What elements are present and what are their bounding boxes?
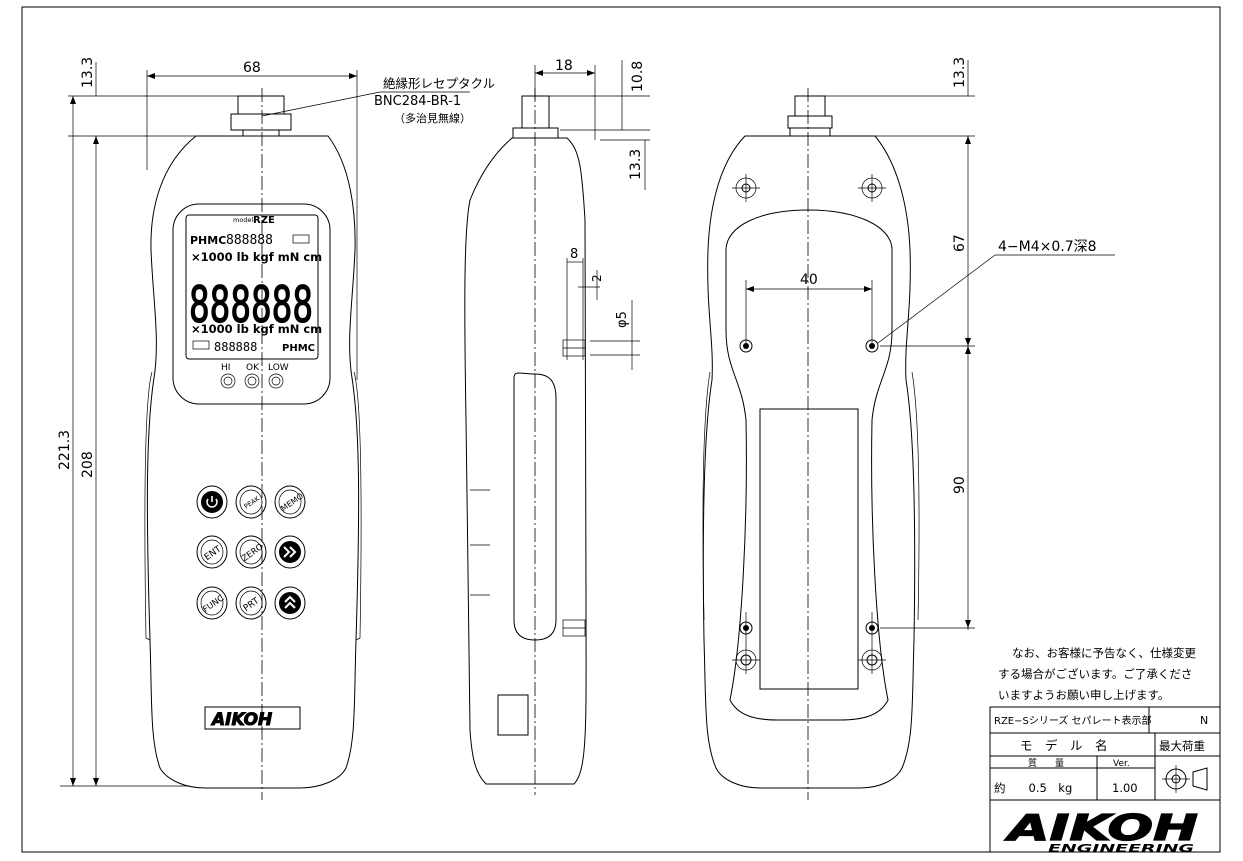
display-units-upper: ×1000 lb kgf mN cm — [191, 250, 322, 264]
display-units-lower: ×1000 lb kgf mN cm — [191, 322, 322, 336]
svg-text:PEAK: PEAK — [243, 494, 262, 511]
double-chevron-up-icon — [284, 595, 296, 609]
led-label-ok: OK — [246, 363, 260, 373]
led-low — [268, 373, 284, 389]
title-ver-header: Ver. — [1113, 759, 1130, 769]
company-logo-sub: ENGINEERING — [1048, 842, 1194, 855]
dim-width: 68 — [243, 60, 261, 76]
dim-body-height: 208 — [80, 451, 96, 478]
title-model-header: モ デ ル 名 — [1020, 738, 1108, 753]
dim-top-offset: 13.3 — [80, 57, 96, 88]
dim-side-offset: 13.3 — [628, 149, 644, 180]
side-view: 18 10.8 13.3 8 2 φ5 — [464, 58, 650, 795]
memo-button[interactable]: MEMO — [274, 485, 306, 519]
led-row: HI OK LOW — [220, 363, 289, 389]
third-angle-projection-icon — [1162, 765, 1208, 793]
connector-label-line2: BNC284-BR-1 — [374, 94, 461, 109]
notice-line-2: する場合がございます。ご了承くださ — [998, 667, 1193, 681]
drawing-border — [21, 6, 1221, 853]
title-mass-header: 質 量 — [1028, 757, 1064, 769]
func-button[interactable]: FUNC — [196, 586, 228, 620]
title-ver-value: 1.00 — [1112, 781, 1138, 795]
display-model-prefix: model — [233, 216, 253, 224]
mounting-holes — [732, 174, 886, 674]
dim-hole-pitch: 8 — [570, 247, 578, 262]
dim-rear-lower-pitch: 90 — [952, 476, 968, 494]
double-chevron-right-icon — [283, 546, 297, 558]
prt-button[interactable]: PRT — [235, 586, 267, 620]
dim-total-height: 221.3 — [57, 430, 73, 470]
svg-text:ENT: ENT — [203, 544, 224, 563]
display-top-digits: 888888 — [226, 233, 273, 248]
svg-text:FUNC: FUNC — [201, 593, 226, 615]
battery-icon-lower — [192, 340, 210, 350]
brand-badge — [204, 706, 301, 730]
specification-notice: なお、お客様に予告なく、仕様変更 する場合がございます。ご了承くださ いますよう… — [998, 643, 1208, 706]
svg-text:888888: 888888 — [189, 276, 313, 334]
brand-badge-text: AIKOH — [210, 710, 272, 730]
dim-side-width: 18 — [555, 58, 573, 74]
title-block: RZE−Sシリーズ セパレート表示部 N モ デ ル 名 最大荷重 質 量 Ve… — [989, 706, 1221, 855]
display-top-segment: PHMC — [190, 234, 226, 247]
company-logo: AIKOH — [1004, 808, 1198, 849]
display-bottom-digits: 888888 — [214, 340, 257, 354]
up-button[interactable] — [274, 586, 306, 620]
led-ok — [244, 373, 260, 389]
display-window — [172, 203, 331, 405]
peak-button[interactable]: PEAK — [235, 485, 267, 519]
power-icon — [206, 496, 218, 508]
led-hi — [220, 373, 236, 389]
right-button[interactable] — [274, 535, 306, 569]
connector-label-line1: 絶縁形レセプタクル — [383, 76, 495, 91]
led-label-hi: HI — [221, 363, 230, 373]
title-code: N — [1200, 714, 1208, 727]
front-view: 68 13.3 221.3 208 絶縁形レセプタクル BNC284-BR-1 … — [57, 57, 495, 800]
display-model-name: RZE — [253, 215, 275, 226]
label-recess — [759, 408, 859, 690]
led-label-low: LOW — [268, 363, 289, 373]
dim-rear-top-offset: 13.3 — [952, 57, 968, 88]
zero-button[interactable]: ZERO — [235, 535, 267, 569]
title-series: RZE−Sシリーズ セパレート表示部 — [994, 714, 1152, 727]
notice-line-1: なお、お客様に予告なく、仕様変更 — [1012, 646, 1196, 660]
ent-button[interactable]: ENT — [196, 535, 228, 569]
power-button[interactable] — [196, 485, 228, 519]
dim-hole-diameter: φ5 — [615, 311, 630, 328]
display-main-digits: 888888 — [188, 275, 313, 334]
battery-icon — [292, 234, 310, 244]
display-bottom-segment: PHMC — [282, 343, 315, 354]
dim-side-connector: 10.8 — [630, 61, 646, 92]
title-max-load-header: 最大荷重 — [1159, 739, 1205, 753]
dim-rear-hole-spacing: 40 — [800, 272, 818, 288]
rear-view: 13.3 67 90 40 4−M4×0.7深8 — [702, 57, 1115, 800]
connector-label-line3: （多治見無線） — [394, 111, 471, 125]
notice-line-3: いますようお願い申し上げます。 — [998, 688, 1170, 702]
thread-label: 4−M4×0.7深8 — [998, 239, 1097, 255]
dim-rear-upper-pitch: 67 — [952, 234, 968, 252]
title-mass-value: 約 0.5 kg — [994, 781, 1072, 795]
